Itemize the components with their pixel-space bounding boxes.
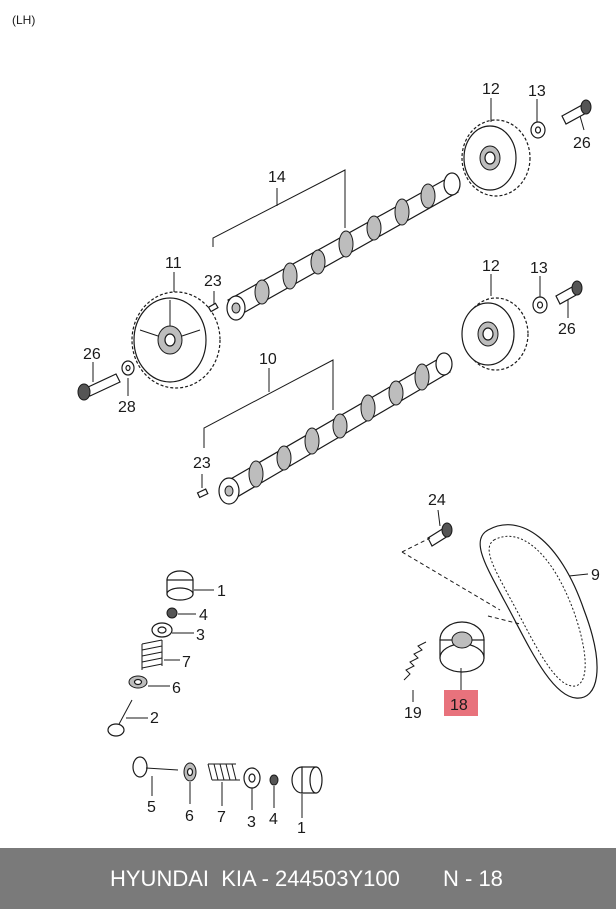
lower-camshaft (218, 352, 453, 505)
bolt-24 (427, 522, 453, 547)
valve-5 (132, 756, 179, 778)
leader-lines (92, 98, 589, 818)
callout-10: 10 (259, 351, 277, 368)
bolt-26-top (561, 99, 592, 125)
callout-3-upper: 3 (196, 627, 205, 644)
callout-1-lower: 1 (297, 820, 306, 837)
valve-tappet-1a (166, 570, 194, 601)
callout-6-upper: 6 (172, 680, 181, 697)
callout-2: 2 (150, 710, 159, 727)
callout-7-lower: 7 (217, 809, 226, 826)
callout-19: 19 (404, 705, 422, 722)
valve-spring-7b (207, 763, 240, 781)
callout-9: 9 (591, 567, 600, 584)
spring-retainer-3a (151, 622, 173, 638)
bolt-26-right (555, 280, 583, 305)
callout-12-bottom: 12 (482, 258, 500, 275)
callout-13-bottom: 13 (530, 260, 548, 277)
timing-belt (479, 524, 598, 699)
callout-13-top: 13 (528, 83, 546, 100)
callout-12-top: 12 (482, 81, 500, 98)
highlight-box-18 (444, 690, 478, 716)
valve-cotter-4a (166, 607, 178, 619)
washer-13-top (530, 121, 546, 139)
valve-spring-7a (141, 639, 163, 670)
side-label: (LH) (12, 13, 35, 27)
washer-28 (121, 360, 135, 376)
valve-2 (107, 699, 133, 737)
upper-camshaft (226, 172, 461, 321)
upper-camshaft-sprocket (461, 119, 531, 197)
bolt-26-left (77, 373, 121, 401)
callout-26-top: 26 (573, 135, 591, 152)
left-camshaft-sprocket (131, 291, 221, 389)
footer-part-number: HYUNDAI KIA - 244503Y100 (110, 866, 400, 891)
footer-reference: N - 18 (443, 866, 503, 891)
callout-4-upper: 4 (199, 607, 208, 624)
callout-26-right: 26 (558, 321, 576, 338)
callout-23-top: 23 (204, 273, 222, 290)
pin-23-top (207, 302, 219, 313)
callout-14: 14 (268, 169, 286, 186)
tensioner-spring (403, 641, 427, 681)
parts-diagram: (LH) (12, 13, 600, 837)
callout-11: 11 (165, 255, 182, 272)
callout-23-bottom: 23 (193, 455, 211, 472)
callout-1-upper: 1 (217, 583, 226, 600)
tensioner-pulley (439, 621, 485, 673)
valve-tappet-1b (291, 766, 323, 794)
callout-4-lower: 4 (269, 811, 278, 828)
callout-3-lower: 3 (247, 814, 256, 831)
spring-retainer-3b (243, 767, 261, 789)
callout-18: 18 (450, 697, 468, 714)
callout-5: 5 (147, 799, 156, 816)
valve-cotter-4b (269, 774, 279, 786)
valve-stem-seal-6a (128, 675, 148, 689)
pin-23-bottom (196, 488, 209, 499)
callout-6-lower: 6 (185, 808, 194, 825)
callout-26-left: 26 (83, 346, 101, 363)
callout-24: 24 (428, 492, 446, 509)
washer-13-bottom (532, 296, 548, 314)
callout-28: 28 (118, 399, 136, 416)
lower-camshaft-sprocket (461, 297, 529, 371)
valve-stem-seal-6b (183, 762, 197, 782)
callout-7-upper: 7 (182, 654, 191, 671)
footer-bar: HYUNDAI KIA - 244503Y100 N - 18 (0, 848, 616, 909)
